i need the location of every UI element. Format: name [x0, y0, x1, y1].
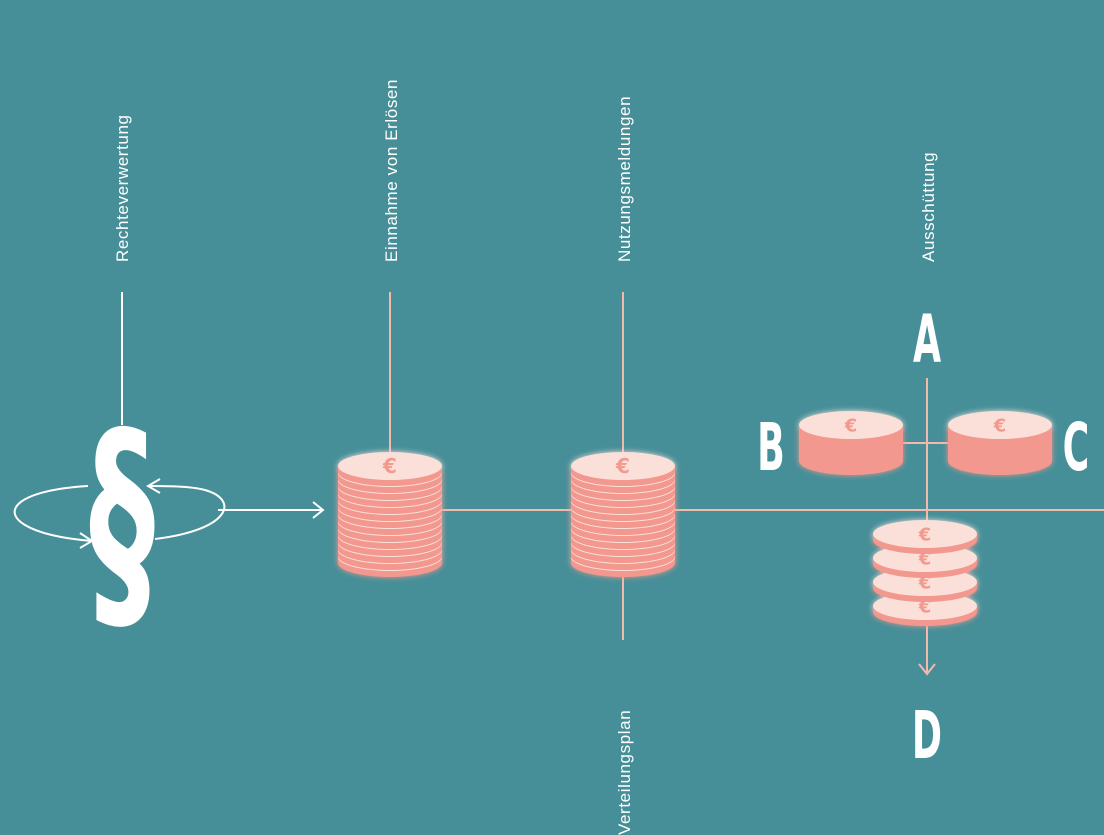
- label-verteilungsplan: Verteilungsplan: [615, 710, 634, 835]
- coin-stack-income: €: [338, 452, 442, 577]
- connector-lines: [389, 292, 1104, 676]
- orbit-arrows: [13, 478, 325, 549]
- recipient-d: D: [912, 697, 942, 774]
- coin-stack-c: €: [948, 411, 1052, 475]
- label-einnahme: Einnahme von Erlösen: [382, 79, 401, 262]
- coin-stack-b: €: [799, 411, 903, 475]
- coin-stack-usage: €: [571, 452, 675, 577]
- euro-icon: €: [615, 454, 630, 478]
- recipient-c: C: [1063, 409, 1090, 486]
- coin: €: [948, 411, 1052, 445]
- recipient-b: B: [757, 409, 785, 486]
- arrow-to-d: [918, 663, 936, 676]
- label-nutzungsmeldungen: Nutzungsmeldungen: [615, 96, 634, 262]
- euro-icon: €: [993, 415, 1007, 436]
- coin: €: [338, 452, 442, 486]
- coin: €: [571, 452, 675, 486]
- euro-icon: €: [918, 524, 932, 545]
- paragraph-symbol: §: [89, 381, 155, 661]
- euro-icon: €: [382, 454, 397, 478]
- euro-icon: €: [844, 415, 858, 436]
- coin-stack-d: €€€€: [873, 520, 977, 626]
- coin: €: [873, 520, 977, 554]
- label-ausschuettung: Ausschüttung: [919, 152, 938, 262]
- label-rechteverwertung: Rechteverwertung: [113, 114, 132, 262]
- coin: €: [799, 411, 903, 445]
- coin-stacks: €€€€€€€€: [338, 411, 1052, 626]
- recipient-a: A: [913, 301, 941, 378]
